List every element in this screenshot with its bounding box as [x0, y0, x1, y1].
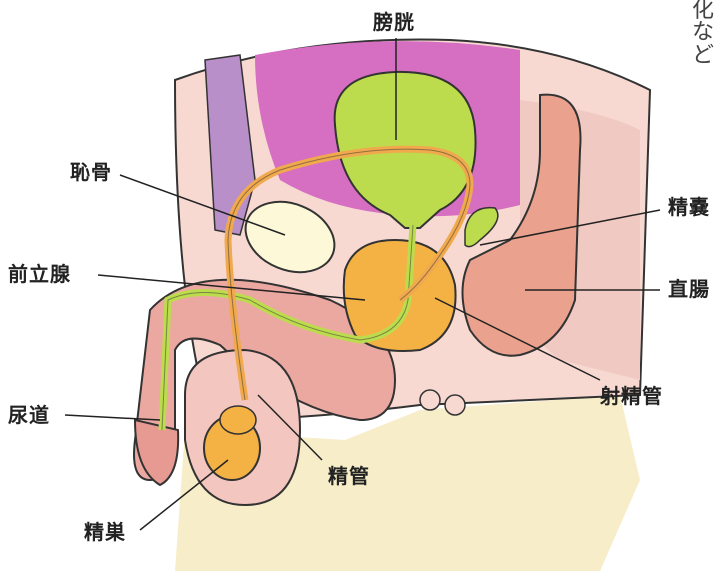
label-bladder: 膀胱 [373, 12, 415, 32]
label-rectum: 直腸 [668, 279, 710, 299]
side-text-char: な [692, 22, 716, 44]
label-prostate: 前立腺 [8, 264, 71, 284]
label-pubic-bone: 恥骨 [70, 162, 112, 182]
label-testis: 精巣 [84, 522, 126, 542]
epididymis [220, 406, 256, 434]
side-text-char: ど [692, 45, 716, 67]
side-text-fragment: 化 な ど [692, 0, 716, 67]
label-ejaculatory-duct: 射精管 [600, 386, 663, 406]
anus-shape [420, 390, 440, 410]
side-text-char: 化 [692, 0, 716, 22]
label-urethra: 尿道 [8, 405, 50, 425]
label-vas-deferens: 精管 [328, 466, 370, 486]
anus-shape-2 [445, 395, 465, 415]
label-seminal-vesicle: 精嚢 [668, 197, 710, 217]
